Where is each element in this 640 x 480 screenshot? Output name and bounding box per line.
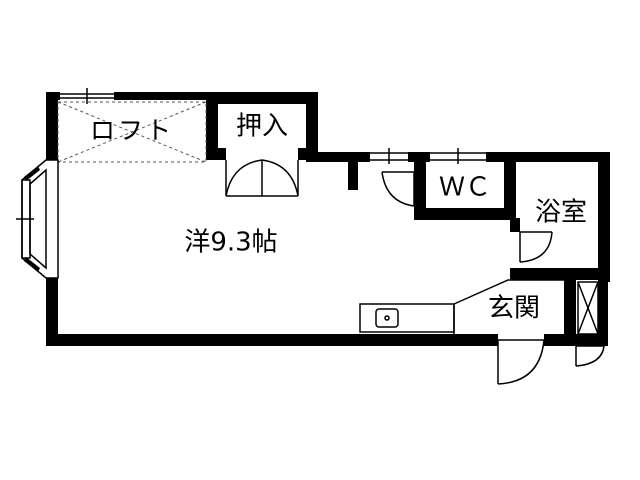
room-label-entrance: 玄関 bbox=[488, 294, 540, 324]
wall-top-loft-b bbox=[114, 92, 218, 100]
wall-bath-left bbox=[510, 218, 520, 232]
kitchen-counter bbox=[359, 303, 455, 333]
wall-entrance-right bbox=[564, 270, 576, 346]
wall-cabinet-right bbox=[598, 270, 608, 346]
wall-closet-left bbox=[206, 92, 218, 160]
closet-doors bbox=[225, 159, 299, 197]
room-label-closet: 押入 bbox=[236, 112, 288, 142]
wall-wc-bottom bbox=[414, 208, 514, 220]
wall-wc-right bbox=[504, 152, 516, 220]
wall-bath-right bbox=[598, 152, 610, 282]
wall-wc-left bbox=[414, 152, 426, 218]
wall-left-lower bbox=[46, 270, 58, 346]
wall-bottom-a bbox=[46, 334, 498, 346]
outer-walls bbox=[46, 92, 610, 346]
shoe-cabinet bbox=[577, 281, 599, 335]
wall-closet-bottom bbox=[206, 148, 226, 160]
loft-area bbox=[57, 101, 207, 163]
wall-top-loft-a bbox=[46, 92, 60, 100]
wall-left-upper bbox=[46, 92, 58, 164]
room-label-main: 洋9.3帖 bbox=[184, 228, 277, 258]
room-label-bath: 浴室 bbox=[535, 198, 587, 228]
wall-top-closet bbox=[206, 92, 318, 104]
room-label-wc: ＷＣ bbox=[439, 173, 491, 203]
loft-window bbox=[60, 88, 114, 104]
bay-window bbox=[16, 159, 59, 279]
top-windows bbox=[370, 148, 486, 164]
wall-stub bbox=[348, 160, 358, 190]
wall-top-right-c bbox=[486, 152, 610, 162]
entrance-step bbox=[453, 279, 564, 334]
room-label-loft: ロフト bbox=[90, 116, 174, 145]
wall-bath-bottom bbox=[510, 268, 610, 280]
wall-bottom-b bbox=[544, 334, 576, 346]
entrance-door bbox=[497, 339, 605, 385]
bath-door bbox=[519, 231, 553, 263]
wc-door bbox=[381, 171, 415, 207]
wall-top-right-a bbox=[306, 152, 370, 162]
wall-closet-right bbox=[306, 92, 318, 160]
